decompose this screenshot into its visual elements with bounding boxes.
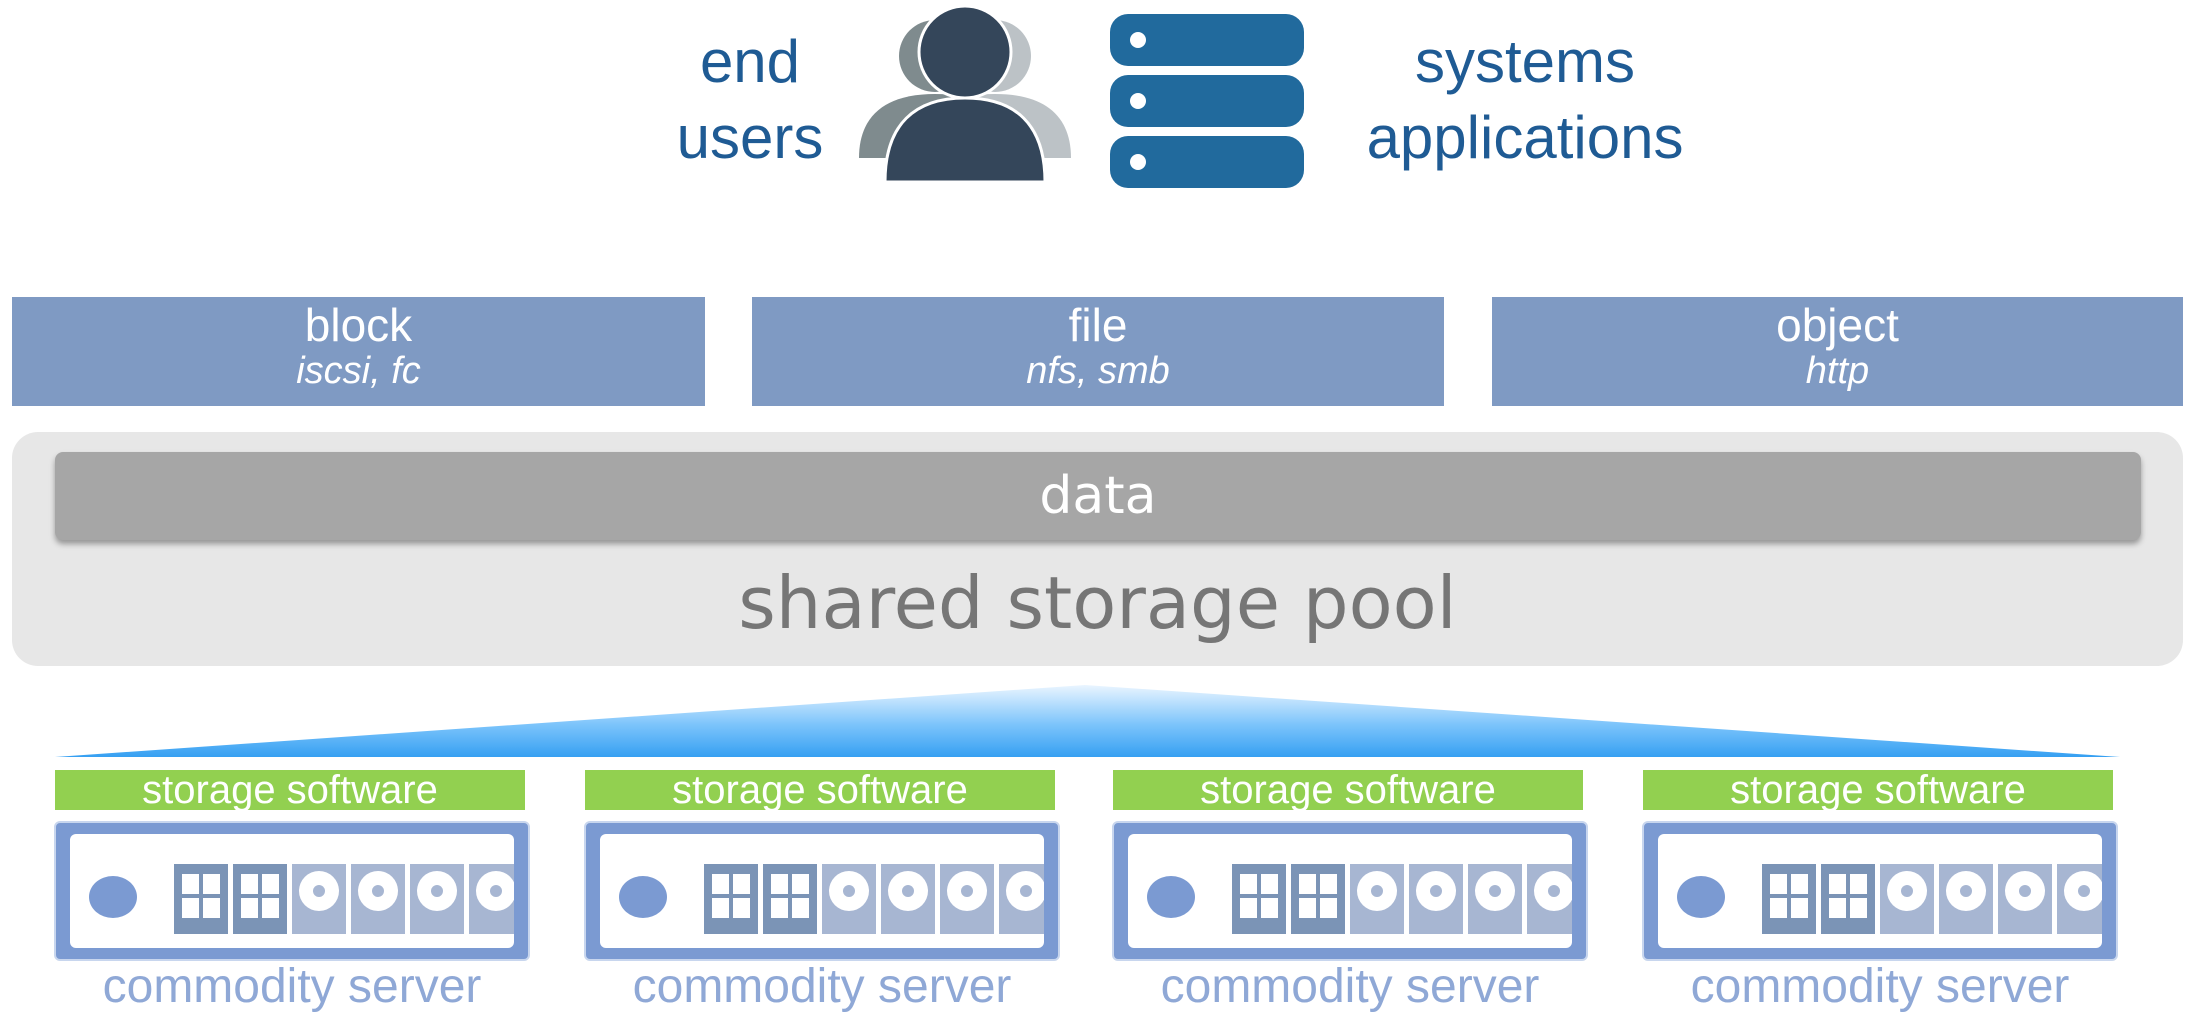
power-button-icon bbox=[1147, 876, 1195, 918]
commodity-server-chassis bbox=[584, 821, 1060, 961]
hard-disk-icon bbox=[1998, 864, 2052, 934]
protocol-name: file bbox=[1068, 299, 1128, 351]
hard-disk-icon bbox=[1880, 864, 1934, 934]
hard-disk-icon bbox=[881, 864, 935, 934]
storage-software-bar: storage software bbox=[585, 770, 1055, 810]
server-front-panel bbox=[1658, 834, 2111, 948]
hard-disk-icon bbox=[1409, 864, 1463, 934]
hard-disk-icon bbox=[1527, 864, 1581, 934]
protocol-sub: nfs, smb bbox=[1026, 350, 1170, 392]
protocol-name: object bbox=[1776, 299, 1899, 351]
protocol-sub: iscsi, fc bbox=[296, 350, 421, 392]
flash-drive-icon bbox=[1291, 864, 1345, 934]
server-drive-bays bbox=[1677, 864, 2111, 934]
hard-disk-icon bbox=[1350, 864, 1404, 934]
commodity-server-chassis bbox=[54, 821, 530, 961]
end-users-line2: users bbox=[676, 104, 824, 171]
commodity-server-chassis bbox=[1112, 821, 1588, 961]
power-button-icon bbox=[89, 876, 137, 918]
power-button-icon bbox=[1677, 876, 1725, 918]
flash-drive-icon bbox=[1821, 864, 1875, 934]
server-drive-bays bbox=[89, 864, 523, 934]
hard-disk-icon bbox=[410, 864, 464, 934]
commodity-server-label: commodity server bbox=[1160, 960, 1540, 1013]
pool-label: shared storage pool bbox=[738, 561, 1457, 645]
commodity-server-label: commodity server bbox=[102, 960, 482, 1013]
server-front-panel bbox=[70, 834, 523, 948]
commodity-server-label: commodity server bbox=[632, 960, 1012, 1013]
server-drive-bays bbox=[1147, 864, 1581, 934]
protocol-file: file nfs, smb bbox=[752, 297, 1444, 406]
storage-software-bar: storage software bbox=[1643, 770, 2113, 810]
hard-disk-icon bbox=[1468, 864, 1522, 934]
hard-disk-icon bbox=[1939, 864, 1993, 934]
flash-drive-icon bbox=[233, 864, 287, 934]
applications-line: applications bbox=[1366, 104, 1684, 171]
systems-applications-label: systems applications bbox=[1315, 24, 1735, 176]
server-stack-icon bbox=[1110, 14, 1304, 188]
hard-disk-icon bbox=[2057, 864, 2111, 934]
hard-disk-icon bbox=[292, 864, 346, 934]
hard-disk-icon bbox=[940, 864, 994, 934]
flash-drive-icon bbox=[1762, 864, 1816, 934]
end-users-line1: end bbox=[699, 28, 801, 95]
server-front-panel bbox=[600, 834, 1053, 948]
commodity-server-chassis bbox=[1642, 821, 2118, 961]
data-bar: data bbox=[55, 452, 2141, 540]
flash-drive-icon bbox=[174, 864, 228, 934]
hard-disk-icon bbox=[822, 864, 876, 934]
flash-drive-icon bbox=[1232, 864, 1286, 934]
hard-disk-icon bbox=[999, 864, 1053, 934]
systems-line: systems bbox=[1414, 28, 1636, 95]
server-drive-bays bbox=[619, 864, 1053, 934]
protocol-object: object http bbox=[1492, 297, 2183, 406]
server-front-panel bbox=[1128, 834, 1581, 948]
protocol-name: block bbox=[304, 299, 413, 351]
storage-software-bar: storage software bbox=[1113, 770, 1583, 810]
protocol-block: block iscsi, fc bbox=[12, 297, 705, 406]
users-icon bbox=[859, 6, 1071, 184]
end-users-label: end users bbox=[630, 24, 870, 176]
aggregation-fan bbox=[55, 685, 2120, 757]
flash-drive-icon bbox=[704, 864, 758, 934]
storage-software-bar: storage software bbox=[55, 770, 525, 810]
hard-disk-icon bbox=[351, 864, 405, 934]
power-button-icon bbox=[619, 876, 667, 918]
flash-drive-icon bbox=[763, 864, 817, 934]
hard-disk-icon bbox=[469, 864, 523, 934]
protocol-sub: http bbox=[1805, 350, 1870, 392]
commodity-server-label: commodity server bbox=[1690, 960, 2070, 1013]
